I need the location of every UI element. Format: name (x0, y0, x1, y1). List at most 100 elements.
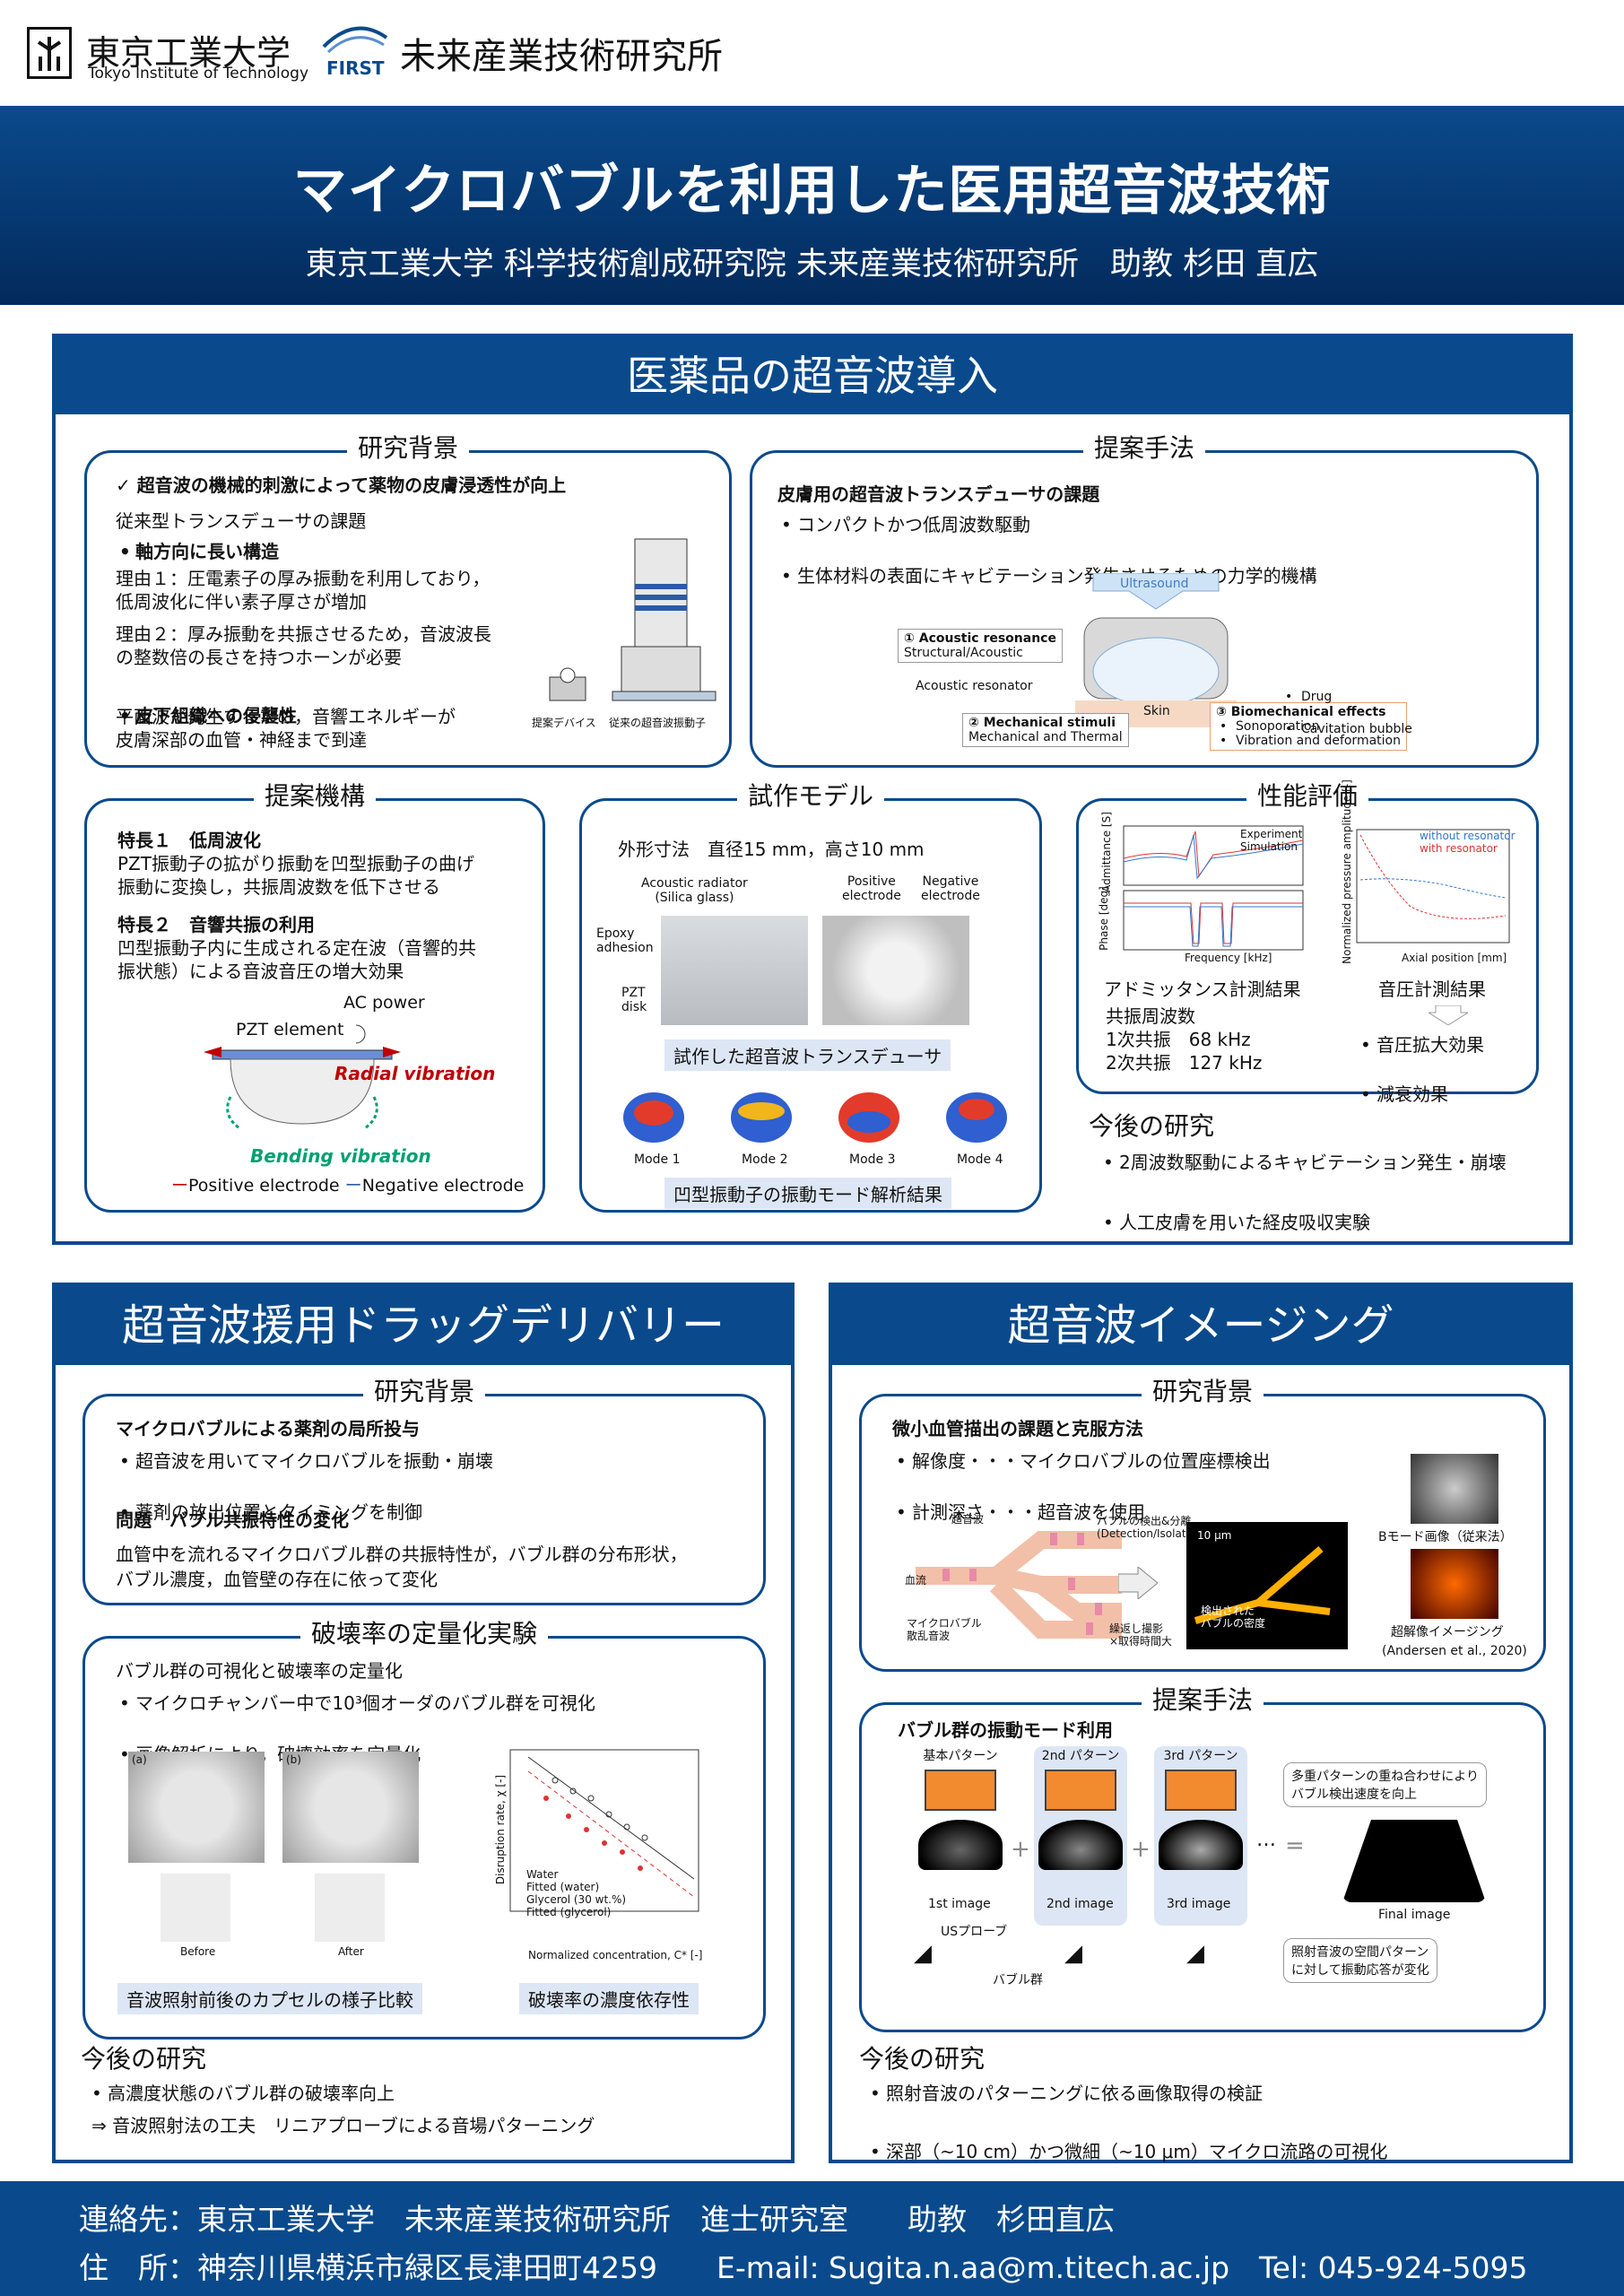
density-label: 検出されたバブルの密度 (1201, 1605, 1266, 1630)
bullet-invasive: 皮下組織への侵襲性 (116, 703, 758, 729)
background-box: 研究背景 微小血管描出の課題と克服方法 解像度・・・マイクロバブルの位置座標検出… (859, 1377, 1546, 1672)
bending-vibration-label: Bending vibration (250, 1145, 431, 1167)
before-image (128, 1752, 265, 1863)
section-imaging: 超音波イメージング 研究背景 微小血管描出の課題と克服方法 解像度・・・マイクロ… (829, 1283, 1573, 2165)
box-title: 研究背景 (346, 433, 469, 463)
pattern-1: 基本パターン (914, 1746, 1007, 1892)
bubble-group-label: バブル群 (993, 1973, 1043, 1987)
box-title: 破壊率の定量化実験 (300, 1619, 548, 1648)
feature-1-a: PZT振動子の拡がり振動を凹型振動子の曲げ (117, 853, 474, 874)
pzt-element-label: PZT element (236, 1020, 344, 1039)
note-response: 照射音波の空間パターンに対して振動応答が変化 (1283, 1938, 1437, 1983)
mode-analysis-caption: 凹型振動子の振動モード解析結果 (664, 1178, 951, 1209)
disruption-xlabel: Normalized concentration, C* [-] (528, 1949, 703, 1961)
prototype-photo-top (822, 916, 969, 1025)
prototype-box: 試作モデル 外形寸法 直径15 mm，高さ10 mm Acoustic radi… (579, 781, 1042, 1213)
mechanical-stimuli-callout: ② Mechanical stimuli Mechanical and Ther… (962, 713, 1129, 747)
bullet-2: 薬剤の放出位置とタイミングを制御 (116, 1500, 794, 1526)
section-transdermal: 医薬品の超音波導入 研究背景 ✓ 超音波の機械的刺激によって薬物の皮膚浸透性が向… (52, 334, 1573, 1245)
problem-2: バブル濃度，血管壁の存在に依って変化 (116, 1569, 438, 1590)
feature-2: 特長２ 音響共振の利用 (117, 914, 315, 935)
mode-4-label: Mode 4 (957, 1152, 1003, 1167)
dependence-caption: 破壊率の濃度依存性 (519, 1983, 699, 2014)
reason-2a: 理由２：厚み振動を共振させるため，音波波長 (116, 623, 491, 645)
feature-2-a: 凹型振動子内に生成される定在波（音響的共 (117, 937, 476, 959)
super-resolution-image (1411, 1549, 1498, 1619)
radial-vibration-label: Radial vibration (334, 1063, 496, 1084)
before-zoom (161, 1874, 230, 1942)
after-label: After (338, 1945, 364, 1958)
ultrasound-label: Ultrasound (1120, 577, 1189, 591)
feature-1-b: 振動に変換し，共振周波数を低下させる (117, 876, 440, 898)
plus-icon: + (1011, 1836, 1030, 1863)
reason-1b: 低周波化に伴い素子厚さが増加 (116, 591, 367, 613)
bmode-image (1411, 1454, 1498, 1524)
pattern-3: 3rd パターン (1154, 1746, 1247, 1926)
box-title: 提案手法 (1141, 1685, 1264, 1715)
cavitation-legend: Cavitation bubble (1281, 722, 1624, 736)
mode-2-label: Mode 2 (742, 1152, 788, 1167)
pressure-plot (1356, 829, 1510, 944)
note-superposition: 多重パターンの重ね合わせによりバブル検出速度を向上 (1283, 1762, 1488, 1807)
univ-name-en: Tokyo Institute of Technology (88, 65, 309, 83)
reference: (Andersen et al., 2020) (1382, 1644, 1527, 1658)
vessel-network-diagram (916, 1531, 1122, 1639)
equals-icon: = (1285, 1832, 1305, 1859)
plane-wave-2: 皮膚深部の血管・神経まで到達 (116, 729, 367, 751)
problem-heading: 問題 バブル共振特性の変化 (116, 1509, 349, 1531)
skin-label: Skin (1143, 704, 1170, 718)
method-box: 提案手法 皮膚用の超音波トランスデューサの課題 コンパクトかつ低周波数駆動 生体… (750, 433, 1539, 768)
lead-text: バブル群の振動モード利用 (898, 1719, 1113, 1741)
bullet-cavitation: 生体材料の表面にキャビテーション発生させるための力学的機構 (777, 563, 1561, 589)
image-3-label: 3rd image (1167, 1897, 1231, 1911)
probe-label: USプローブ (941, 1925, 1008, 1939)
after-zoom (315, 1874, 385, 1942)
admittance-plot (1123, 825, 1304, 951)
hero-banner: マイクロバブルを利用した医用超音波技術 東京工業大学 科学技術創成研究院 未来産… (0, 106, 1624, 305)
effect-1: 音圧拡大効果 (1357, 1032, 1624, 1058)
image-2-label: 2nd image (1046, 1897, 1114, 1911)
feature-1: 特長１ 低周波化 (117, 830, 261, 851)
drug-legend: Drug (1281, 690, 1624, 704)
section-drug-delivery: 超音波援用ドラッグデリバリー 研究背景 マイクロバブルによる薬剤の局所投与 超音… (52, 1283, 795, 2163)
future-1: 高濃度状態のバブル群の破壊率向上 (88, 2081, 823, 2107)
final-image-label: Final image (1378, 1908, 1451, 1922)
prototype-photo-side (661, 916, 808, 1025)
resonator-label: Acoustic resonator (916, 679, 1033, 693)
section-title: 医薬品の超音波導入 (56, 337, 1569, 414)
after-image (282, 1752, 419, 1863)
section-title: 超音波イメージング (832, 1286, 1569, 1365)
first-logo-icon (319, 20, 391, 56)
admittance-caption: アドミッタンス計測結果 (1104, 978, 1301, 1000)
resonance-1: 1次共振 68 kHz (1106, 1029, 1251, 1050)
future-title: 今後の研究 (859, 2044, 986, 2074)
lead-text: 皮膚用の超音波トランスデューサの課題 (777, 483, 1100, 505)
prototype-caption: 試作した超音波トランスデューサ (664, 1039, 951, 1071)
disruption-plot (509, 1749, 699, 1912)
lead-text: 微小血管描出の課題と克服方法 (892, 1418, 1143, 1439)
lead-text: マイクロバブルによる薬剤の局所投与 (116, 1418, 420, 1439)
top-bar: 東京工業大学 Tokyo Institute of Technology FIR… (0, 0, 1624, 106)
down-arrow-icon (1427, 1004, 1470, 1026)
feature-2-b: 振状態）による音波音圧の増大効果 (117, 961, 404, 982)
address-line: 住 所：神奈川県横浜市緑区長津田町4259 E-mail: Sugita.n.a… (79, 2250, 1528, 2285)
effect-2: 減衰効果 (1357, 1082, 1624, 1108)
reason-2b: の整数倍の長さを持つホーンが必要 (116, 647, 402, 668)
phase-ylabel: Phase [deg] (1097, 886, 1110, 951)
future-2: 人工皮膚を用いた経皮吸収実験 (1099, 1210, 1624, 1236)
mode-3-label: Mode 3 (849, 1152, 896, 1167)
resonance-2: 2次共振 127 kHz (1106, 1052, 1263, 1074)
contact-line: 連絡先：東京工業大学 未来産業技術研究所 進士研究室 助教 杉田直広 (79, 2202, 1115, 2237)
lab-name: 未来産業技術研究所 (400, 36, 723, 77)
acoustic-resonance-callout: ① Acoustic resonance Structural/Acoustic (898, 629, 1063, 663)
density-map (1186, 1522, 1348, 1649)
label-b: (b) (286, 1753, 301, 1766)
future-1: 照射音波のパターニングに依る画像取得の検証 (866, 2081, 1603, 2107)
poster-subtitle: 東京工業大学 科学技術創成研究院 未来産業技術研究所 助教 杉田 直広 (305, 247, 1319, 283)
fig-label-conventional: 従来の超音波振動子 (609, 717, 707, 729)
